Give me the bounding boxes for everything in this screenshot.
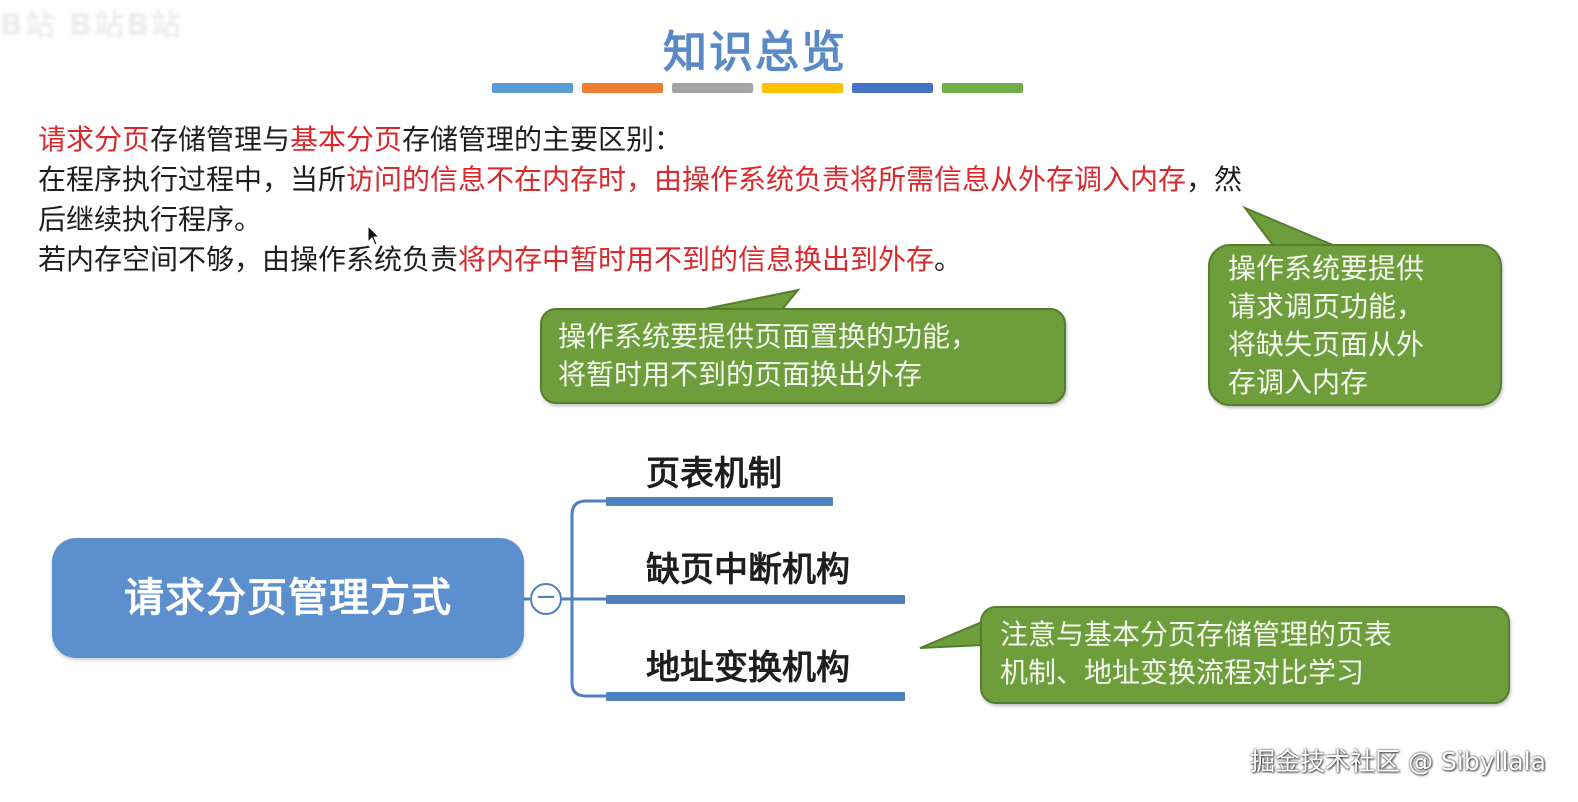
branch-page-fault: 缺页中断机构 bbox=[646, 550, 850, 590]
color-bar bbox=[582, 83, 663, 93]
highlight-page-in: 访问的信息不在内存时，由操作系统负责将所需信息从外存调入内存 bbox=[346, 163, 1187, 196]
intro-text: 请求分页存储管理与基本分页存储管理的主要区别： 在程序执行过程中，当所访问的信息… bbox=[38, 120, 1488, 280]
text-fragment: 。 bbox=[934, 243, 963, 276]
intro-line-4: 若内存空间不够，由操作系统负责将内存中暂时用不到的信息换出到外存。 bbox=[38, 240, 1488, 280]
mindmap-root-node: 请求分页管理方式 bbox=[52, 538, 524, 658]
branch-underline bbox=[606, 497, 833, 506]
highlight-basic-paging: 基本分页 bbox=[290, 123, 403, 156]
connector-branch-3 bbox=[570, 599, 606, 698]
page-title: 知识总览 bbox=[663, 27, 847, 78]
text-fragment: 在程序执行过程中，当所 bbox=[38, 163, 347, 196]
branch-page-table: 页表机制 bbox=[646, 454, 782, 494]
color-bar bbox=[492, 83, 573, 93]
callout-line: 机制、地址变换流程对比学习 bbox=[1000, 656, 1365, 689]
branch-underline bbox=[606, 595, 905, 604]
text-fragment: 若内存空间不够，由操作系统负责 bbox=[38, 243, 459, 276]
callout-line: 操作系统要提供页面置换的功能， bbox=[558, 320, 979, 353]
color-bar bbox=[852, 83, 933, 93]
connector-branch-1 bbox=[570, 499, 606, 599]
callout-line: 操作系统要提供 bbox=[1228, 252, 1425, 285]
intro-line-1: 请求分页存储管理与基本分页存储管理的主要区别： bbox=[38, 120, 1488, 160]
intro-line-3: 后继续执行程序。 bbox=[38, 203, 263, 236]
highlight-demand-paging: 请求分页 bbox=[38, 123, 151, 156]
callout-page-replacement: 操作系统要提供页面置换的功能， 将暂时用不到的页面换出外存 bbox=[540, 308, 1066, 404]
branch-underline bbox=[606, 692, 905, 701]
callout-demand-paging: 操作系统要提供 请求调页功能， 将缺失页面从外 存调入内存 bbox=[1208, 244, 1502, 406]
callout-line: 将暂时用不到的页面换出外存 bbox=[558, 358, 923, 391]
color-bar bbox=[672, 83, 753, 93]
collapse-button[interactable]: − bbox=[530, 583, 562, 615]
callout-line: 将缺失页面从外 bbox=[1228, 328, 1425, 361]
color-bar bbox=[942, 83, 1023, 93]
callout-line: 注意与基本分页存储管理的页表 bbox=[1000, 618, 1393, 651]
mouse-cursor-icon bbox=[367, 225, 381, 246]
title-color-bars bbox=[492, 83, 1023, 93]
intro-line-2: 在程序执行过程中，当所访问的信息不在内存时，由操作系统负责将所需信息从外存调入内… bbox=[38, 160, 1488, 200]
text-fragment: 存储管理与 bbox=[150, 123, 291, 156]
callout-line: 存调入内存 bbox=[1228, 366, 1369, 399]
branch-address-translation: 地址变换机构 bbox=[646, 648, 850, 688]
callout-line: 请求调页功能， bbox=[1228, 290, 1425, 323]
text-fragment: ，然 bbox=[1186, 163, 1243, 196]
highlight-page-out: 将内存中暂时用不到的信息换出到外存 bbox=[458, 243, 935, 276]
color-bar bbox=[762, 83, 843, 93]
watermark: 掘金技术社区 @ Sibyllala bbox=[1250, 747, 1546, 776]
callout-tail-comparison bbox=[919, 620, 983, 649]
text-fragment: 存储管理的主要区别： bbox=[402, 123, 683, 156]
corner-logo: B站 B站B站 bbox=[0, 8, 184, 40]
callout-comparison-note: 注意与基本分页存储管理的页表 机制、地址变换流程对比学习 bbox=[980, 606, 1510, 704]
